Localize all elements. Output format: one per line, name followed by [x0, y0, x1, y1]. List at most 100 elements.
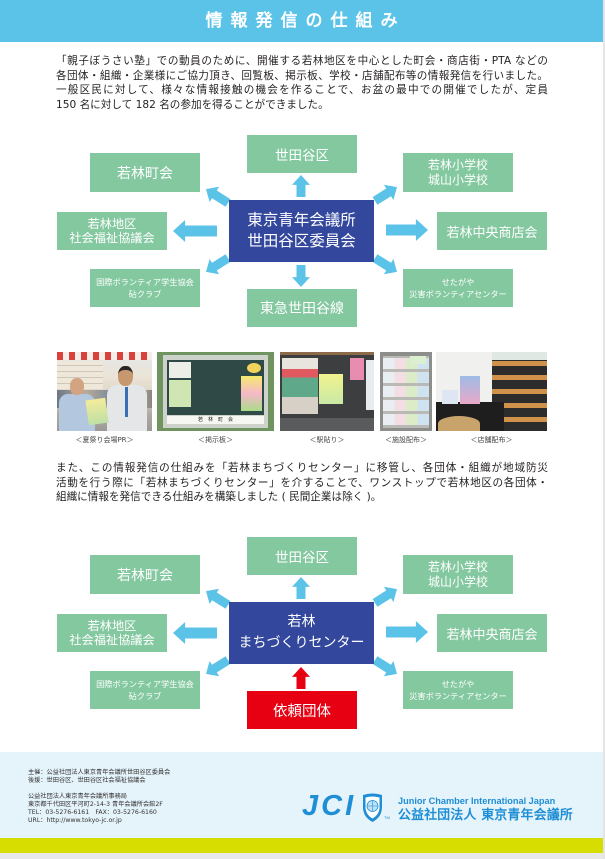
arrow-left-icon [173, 220, 217, 242]
node-label: 災害ボランティアセンター [409, 691, 507, 701]
arrow-downleft-icon [206, 656, 231, 677]
photo-detail [438, 416, 480, 431]
hub-machizukuri-center: 若林 まちづくりセンター [229, 602, 374, 664]
arrow-up-icon [292, 577, 310, 599]
photo-detail [460, 376, 480, 404]
photo-detail [169, 380, 191, 407]
node-shopping-street-association: 若林中央商店会 [437, 614, 547, 652]
intro-line: 「親子ぼうさい塾」での動員のために、開催する若林地区を中心とした町会・商店街・P… [56, 55, 548, 67]
node-label: 国際ボランティア学生協会 [96, 679, 194, 689]
node-social-welfare-council: 若林地区 社会福祉協議会 [57, 614, 167, 652]
photo-station-poster [280, 352, 374, 431]
hub-label: 若林 [287, 614, 316, 630]
arrow-upleft-icon [206, 588, 231, 609]
intro-line: 各団体・組織・企業様にご協力頂き、回覧板、掲示板、学校・店舗配布等の情報発信を行… [56, 69, 548, 82]
node-elementary-schools: 若林小学校 城山小学校 [403, 153, 513, 192]
arrow-up-icon [292, 175, 310, 197]
node-requesting-organization: 依頼団体 [247, 691, 357, 729]
node-label: 若林地区 [87, 216, 137, 231]
footer-phone-fax: TEL：03-5276-6161 FAX：03-5276-6160 [28, 809, 157, 816]
node-setagaya-ward: 世田谷区 [247, 135, 357, 173]
jci-shield-icon [363, 793, 382, 822]
footer: 主催：公益社団法人東京青年会議所世田谷区委員会 後援：世田谷区、世田谷区社会福祉… [0, 752, 603, 838]
arrow-right-icon [386, 219, 428, 241]
node-label: 若林町会 [117, 165, 173, 182]
photo-detail [319, 374, 343, 404]
hub-label: 世田谷区委員会 [247, 232, 356, 250]
node-disaster-volunteer-center: せたがや 災害ボランティアセンター [403, 671, 513, 709]
node-label: 砧クラブ [128, 691, 162, 701]
board-sign: 若 林 町 会 [167, 416, 264, 424]
intro-line: 150 名に対して 182 名の参加を得ることができました。 [56, 98, 329, 111]
node-wakabayashi-town-council: 若林町会 [90, 555, 200, 594]
photo-detail [169, 362, 191, 378]
transfer-line: 活動を行う際に「若林まちづくりセンター」を介することで、ワンストップで若林地区の… [56, 476, 548, 489]
photo-detail [280, 418, 374, 431]
arrow-right-icon [386, 621, 428, 643]
transfer-line: また、この情報発信の仕組みを「若林まちづくりセンター」に移管し、各団体・組織が地… [56, 462, 548, 474]
globe-lines [367, 800, 378, 812]
node-label: 東急世田谷線 [260, 301, 344, 317]
photo-detail [280, 352, 374, 355]
photo-store-display [436, 352, 547, 431]
node-disaster-volunteer-center: せたがや 災害ボランティアセンター [403, 269, 513, 307]
node-elementary-schools: 若林小学校 城山小学校 [403, 555, 513, 594]
photo-detail [241, 376, 262, 411]
footer-office-name: 公益社団法人東京青年会議所事務局 [28, 793, 127, 800]
photo-detail [383, 356, 429, 428]
diagram-after-arrows [173, 577, 428, 689]
hub-label: 東京青年会議所 [247, 211, 356, 229]
photo-detail [410, 356, 426, 364]
footer-url: URL：http://www.tokyo-jc.or.jp [28, 817, 122, 824]
footer-sponsors: 主催：公益社団法人東京青年会議所世田谷区委員会 後援：世田谷区、世田谷区社会福祉… [28, 769, 170, 785]
node-label: 城山小学校 [427, 574, 488, 589]
node-label: 砧クラブ [128, 289, 162, 299]
hub-jc-setagaya-committee: 東京青年会議所 世田谷区委員会 [229, 200, 374, 262]
node-label: 世田谷区 [275, 148, 329, 164]
node-volunteer-student-association: 国際ボランティア学生協会 砧クラブ [90, 671, 200, 709]
node-label: 若林地区 [87, 618, 137, 633]
arrow-down-icon [292, 265, 310, 287]
node-label: 城山小学校 [427, 172, 488, 187]
node-label: せたがや [441, 277, 475, 287]
footer-organizer: 主催：公益社団法人東京青年会議所世田谷区委員会 [28, 769, 171, 776]
node-label: 若林中央商店会 [446, 225, 538, 241]
photo-festival-pr [57, 352, 152, 431]
node-label: 社会福祉協議会 [69, 633, 155, 647]
node-social-welfare-council: 若林地区 社会福祉協議会 [57, 212, 167, 250]
photo-detail [282, 358, 318, 414]
photo-facility-rack [380, 352, 432, 431]
transfer-paragraph: また、この情報発信の仕組みを「若林まちづくりセンター」に移管し、各団体・組織が地… [56, 461, 548, 505]
node-volunteer-student-association: 国際ボランティア学生協会 砧クラブ [90, 269, 200, 307]
arrow-left-icon [173, 622, 217, 644]
node-label: 若林町会 [117, 567, 173, 584]
photo-detail [57, 352, 152, 360]
photo-detail [247, 363, 261, 373]
node-label: 災害ボランティアセンター [409, 289, 507, 299]
diagram-before: 世田谷区 若林町会 若林地区 社会福祉協議会 国際ボランティア学生協会 砧クラブ… [0, 130, 603, 330]
node-label: 世田谷区 [275, 550, 329, 566]
photo-detail [492, 352, 547, 360]
intro-paragraph: 「親子ぼうさい塾」での動員のために、開催する若林地区を中心とした町会・商店街・P… [56, 54, 548, 112]
organization-name-japanese: 公益社団法人 東京青年会議所 [398, 808, 574, 823]
node-label: 依頼団体 [273, 703, 331, 720]
node-label: 社会福祉協議会 [69, 231, 155, 245]
organization-name-english: Junior Chamber International Japan [398, 796, 556, 806]
photo-detail [85, 397, 109, 426]
photo-caption: ＜掲示板＞ [198, 436, 233, 444]
page-edge [603, 0, 605, 859]
footer-supporter: 後援：世田谷区、世田谷区社会福祉協議会 [28, 777, 146, 784]
photo-detail [366, 360, 374, 410]
node-wakabayashi-town-council: 若林町会 [90, 153, 200, 192]
node-label: せたがや [441, 679, 475, 689]
trademark-symbol: TM [384, 815, 390, 820]
node-tokyu-setagaya-line: 東急世田谷線 [247, 289, 357, 327]
intro-line: 一般区民に対して、様々な情報接触の機会を作ることで、お盆の最中での開催でしたが、… [56, 84, 548, 96]
accent-strip [0, 838, 603, 853]
title-banner: 情報発信の仕組み [0, 0, 603, 42]
diagram-after: 世田谷区 若林町会 若林地区 社会福祉協議会 国際ボランティア学生協会 砧クラブ… [0, 532, 603, 732]
photo-detail [442, 390, 458, 404]
photo-detail [70, 378, 84, 395]
footer-office: 公益社団法人東京青年会議所事務局 東京都千代田区平河町2-14-3 青年会議所会… [28, 793, 163, 825]
